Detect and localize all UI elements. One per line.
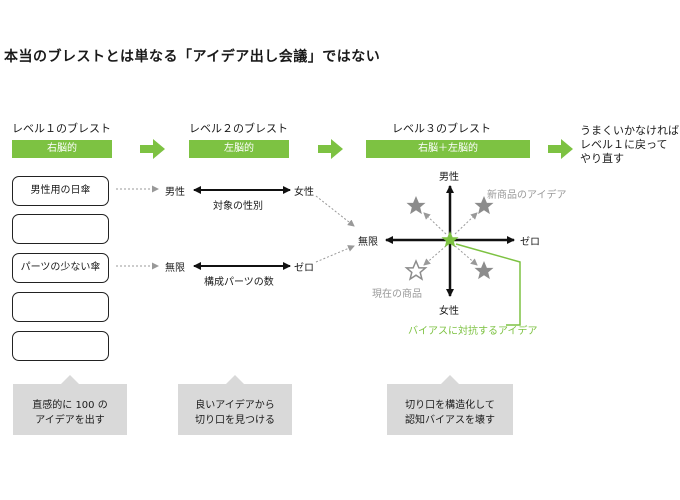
level1-tag: 右脳的 bbox=[12, 140, 112, 158]
green-star-icon bbox=[441, 231, 459, 248]
callout-line: 切り口を構造化して bbox=[405, 400, 495, 411]
idea-box: 男性用の日傘 bbox=[12, 176, 109, 206]
axis-label-bottom: 女性 bbox=[439, 306, 459, 317]
new-idea-label: 新商品のアイデア bbox=[487, 190, 567, 201]
axis-label: ゼロ bbox=[294, 263, 314, 274]
axis-label-top: 男性 bbox=[439, 172, 459, 183]
callout-line: 認知バイアスを壊す bbox=[405, 415, 495, 426]
callout-line: 良いアイデアから bbox=[195, 400, 275, 411]
retry-note-line: やり直す bbox=[580, 152, 624, 165]
axis-label: 無限 bbox=[165, 263, 185, 274]
idea-box bbox=[12, 331, 109, 361]
callout-level3: 切り口を構造化して 認知バイアスを壊す bbox=[387, 375, 513, 435]
axis-label-left: 無限 bbox=[358, 237, 378, 248]
callout-level2: 良いアイデアから 切り口を見つける bbox=[178, 375, 292, 435]
star-icon bbox=[474, 196, 494, 215]
level3-tag: 右脳＋左脳的 bbox=[366, 140, 530, 158]
retry-note: うまくいかなければ レベル１に戻って やり直す bbox=[580, 124, 679, 166]
green-arrow-icon bbox=[318, 139, 343, 159]
axis-label: 女性 bbox=[294, 187, 314, 198]
axis-label: 男性 bbox=[165, 187, 185, 198]
callout-level1: 直感的に 100 の アイデアを出す bbox=[13, 375, 127, 435]
dashed-connector bbox=[315, 195, 355, 227]
axis-caption: 構成パーツの数 bbox=[204, 277, 274, 288]
axis-caption: 対象の性別 bbox=[213, 201, 263, 212]
bias-idea-leader bbox=[455, 243, 521, 326]
idea-box: パーツの少ない傘 bbox=[12, 253, 109, 283]
outline-star-icon bbox=[404, 259, 428, 281]
star-icon bbox=[406, 196, 426, 215]
callout-line: 直感的に 100 の bbox=[32, 400, 108, 411]
level2-tag: 左脳的 bbox=[189, 140, 289, 158]
current-product-label: 現在の商品 bbox=[372, 289, 422, 300]
level2-heading: レベル２のブレスト bbox=[189, 122, 288, 135]
green-arrow-icon bbox=[140, 139, 165, 159]
page-title: 本当のブレストとは単なる「アイデア出し会議」ではない bbox=[4, 49, 381, 65]
idea-box bbox=[12, 292, 109, 322]
level3-heading: レベル３のブレスト bbox=[392, 122, 491, 135]
callout-line: アイデアを出す bbox=[35, 415, 105, 426]
bias-idea-label: バイアスに対抗するアイデア bbox=[408, 326, 538, 337]
level1-heading: レベル１のブレスト bbox=[12, 122, 111, 135]
star-icon bbox=[474, 261, 494, 280]
retry-note-line: うまくいかなければ bbox=[580, 124, 679, 137]
green-arrow-icon bbox=[548, 139, 573, 159]
axis-label-right: ゼロ bbox=[520, 237, 540, 248]
dashed-connector bbox=[315, 245, 355, 263]
callout-line: 切り口を見つける bbox=[195, 415, 275, 426]
idea-box bbox=[12, 214, 109, 244]
retry-note-line: レベル１に戻って bbox=[580, 138, 668, 151]
